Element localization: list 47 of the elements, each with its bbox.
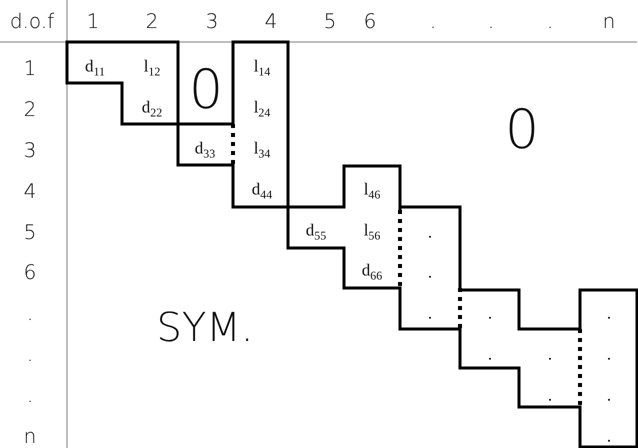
column-header: 1: [86, 11, 100, 31]
zero-block-label: 0: [188, 63, 224, 117]
row-header: 4: [24, 181, 36, 201]
matrix-entry: l$_{46}$: [364, 180, 380, 202]
ellipsis-dot: .: [606, 346, 612, 362]
matrix-entry: l$_{56}$: [364, 221, 380, 243]
column-header: n: [602, 11, 616, 31]
column-header: d.o.f: [10, 11, 54, 31]
row-header: 2: [24, 99, 36, 119]
matrix-entry: d$_{11}$: [85, 57, 105, 79]
matrix-entry: l$_{24}$: [254, 98, 270, 120]
ellipsis-dot: .: [428, 304, 432, 322]
ellipsis-dot: .: [606, 304, 612, 322]
zero-block-label: 0: [504, 103, 540, 157]
ellipsis-dot: .: [488, 346, 492, 362]
row-header: 3: [24, 140, 36, 160]
column-header: 2: [146, 11, 158, 31]
ellipsis-dot: .: [548, 386, 552, 404]
row-header: .: [26, 344, 34, 364]
ellipsis-dot: .: [428, 264, 432, 280]
matrix-entry: l$_{34}$: [254, 139, 270, 161]
ellipsis-dot: .: [606, 428, 612, 444]
ellipsis-dot: .: [488, 304, 492, 322]
column-header: 6: [364, 11, 376, 31]
row-header: .: [26, 303, 34, 323]
ellipsis-dot: .: [548, 346, 552, 362]
row-header: 5: [24, 222, 36, 242]
row-header: 6: [24, 262, 36, 282]
matrix-entry: l$_{14}$: [254, 57, 270, 79]
symmetry-label: SYM.: [156, 308, 254, 348]
column-header: .: [546, 11, 554, 31]
column-header: .: [430, 11, 436, 31]
row-header: .: [26, 385, 34, 405]
column-header: .: [488, 11, 494, 31]
column-header: 5: [324, 11, 336, 31]
ellipsis-dot: .: [428, 224, 432, 240]
row-header: 1: [24, 58, 36, 78]
matrix-entry: d$_{66}$: [362, 261, 382, 283]
column-header: 4: [264, 11, 278, 31]
column-header: 3: [206, 11, 218, 31]
ellipsis-dot: .: [606, 386, 612, 404]
matrix-entry: d$_{22}$: [142, 98, 162, 120]
matrix-entry: l$_{12}$: [144, 57, 160, 79]
matrix-entry: d$_{44}$: [252, 180, 272, 202]
matrix-entry: d$_{55}$: [306, 221, 326, 243]
matrix-entry: d$_{33}$: [194, 139, 216, 161]
row-header: n: [24, 426, 36, 446]
